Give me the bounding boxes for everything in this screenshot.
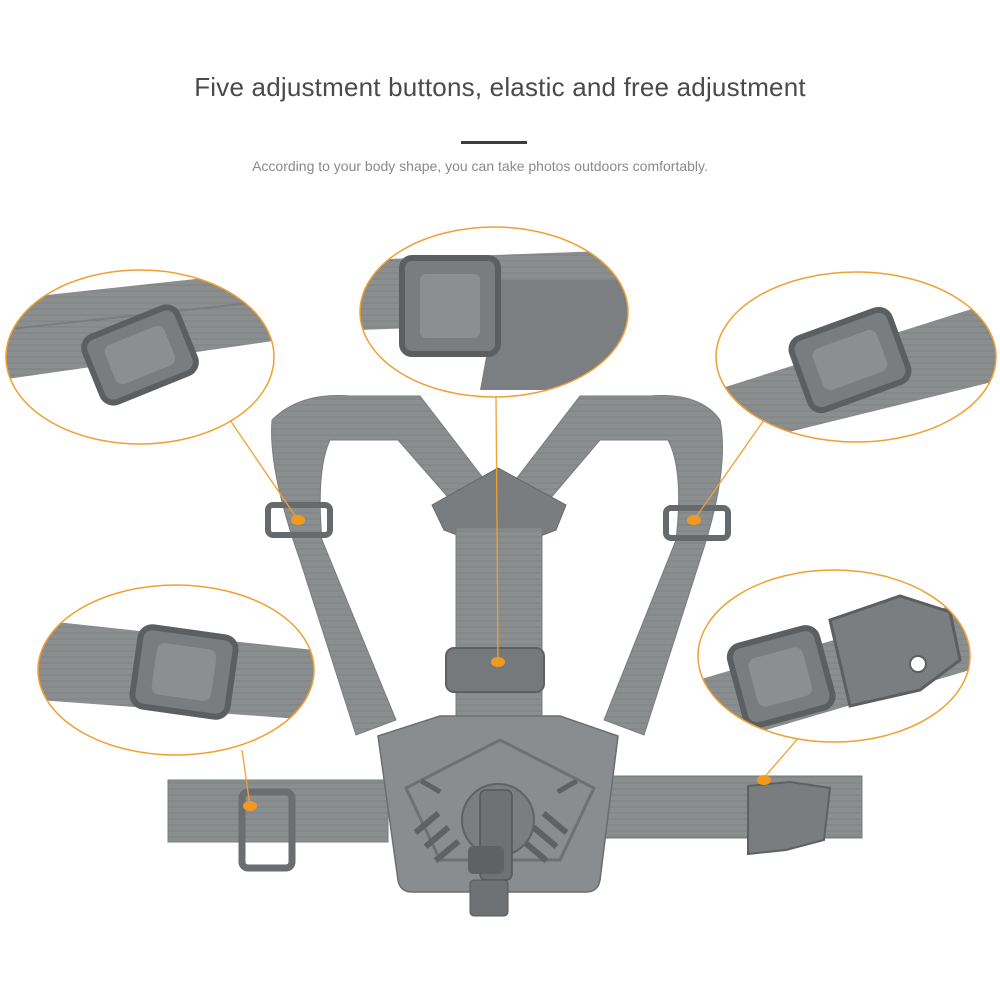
callout-bottom-left <box>37 584 315 756</box>
left-shoulder-strap <box>271 395 501 736</box>
harness <box>167 395 863 917</box>
plate-vents <box>413 778 579 863</box>
center-strap <box>455 527 543 741</box>
mount-knob <box>468 846 504 874</box>
center-slider <box>445 647 545 693</box>
callout-bottom-right <box>697 569 971 743</box>
marker-center <box>491 657 505 667</box>
page-subtitle: According to your body shape, you can ta… <box>252 158 708 174</box>
left-shoulder-buckle <box>265 502 333 538</box>
right-shoulder-buckle <box>663 505 731 541</box>
belt-slider <box>238 788 296 872</box>
mount-fingers <box>469 879 509 917</box>
title-divider <box>461 141 527 144</box>
callout-lines <box>229 395 801 807</box>
marker-belt-right <box>757 775 771 785</box>
callout-top-center <box>359 226 629 398</box>
marker-belt-left <box>243 801 257 811</box>
callout-top-right <box>715 271 997 443</box>
page-title: Five adjustment buttons, elastic and fre… <box>194 72 806 102</box>
marker-left-shoulder <box>291 515 305 525</box>
marker-right-shoulder <box>687 515 701 525</box>
right-shoulder-strap <box>499 395 723 736</box>
adjustment-markers <box>243 515 771 811</box>
back-yoke <box>431 467 567 541</box>
belt-buckle <box>747 780 832 856</box>
callout-top-left <box>5 269 275 445</box>
